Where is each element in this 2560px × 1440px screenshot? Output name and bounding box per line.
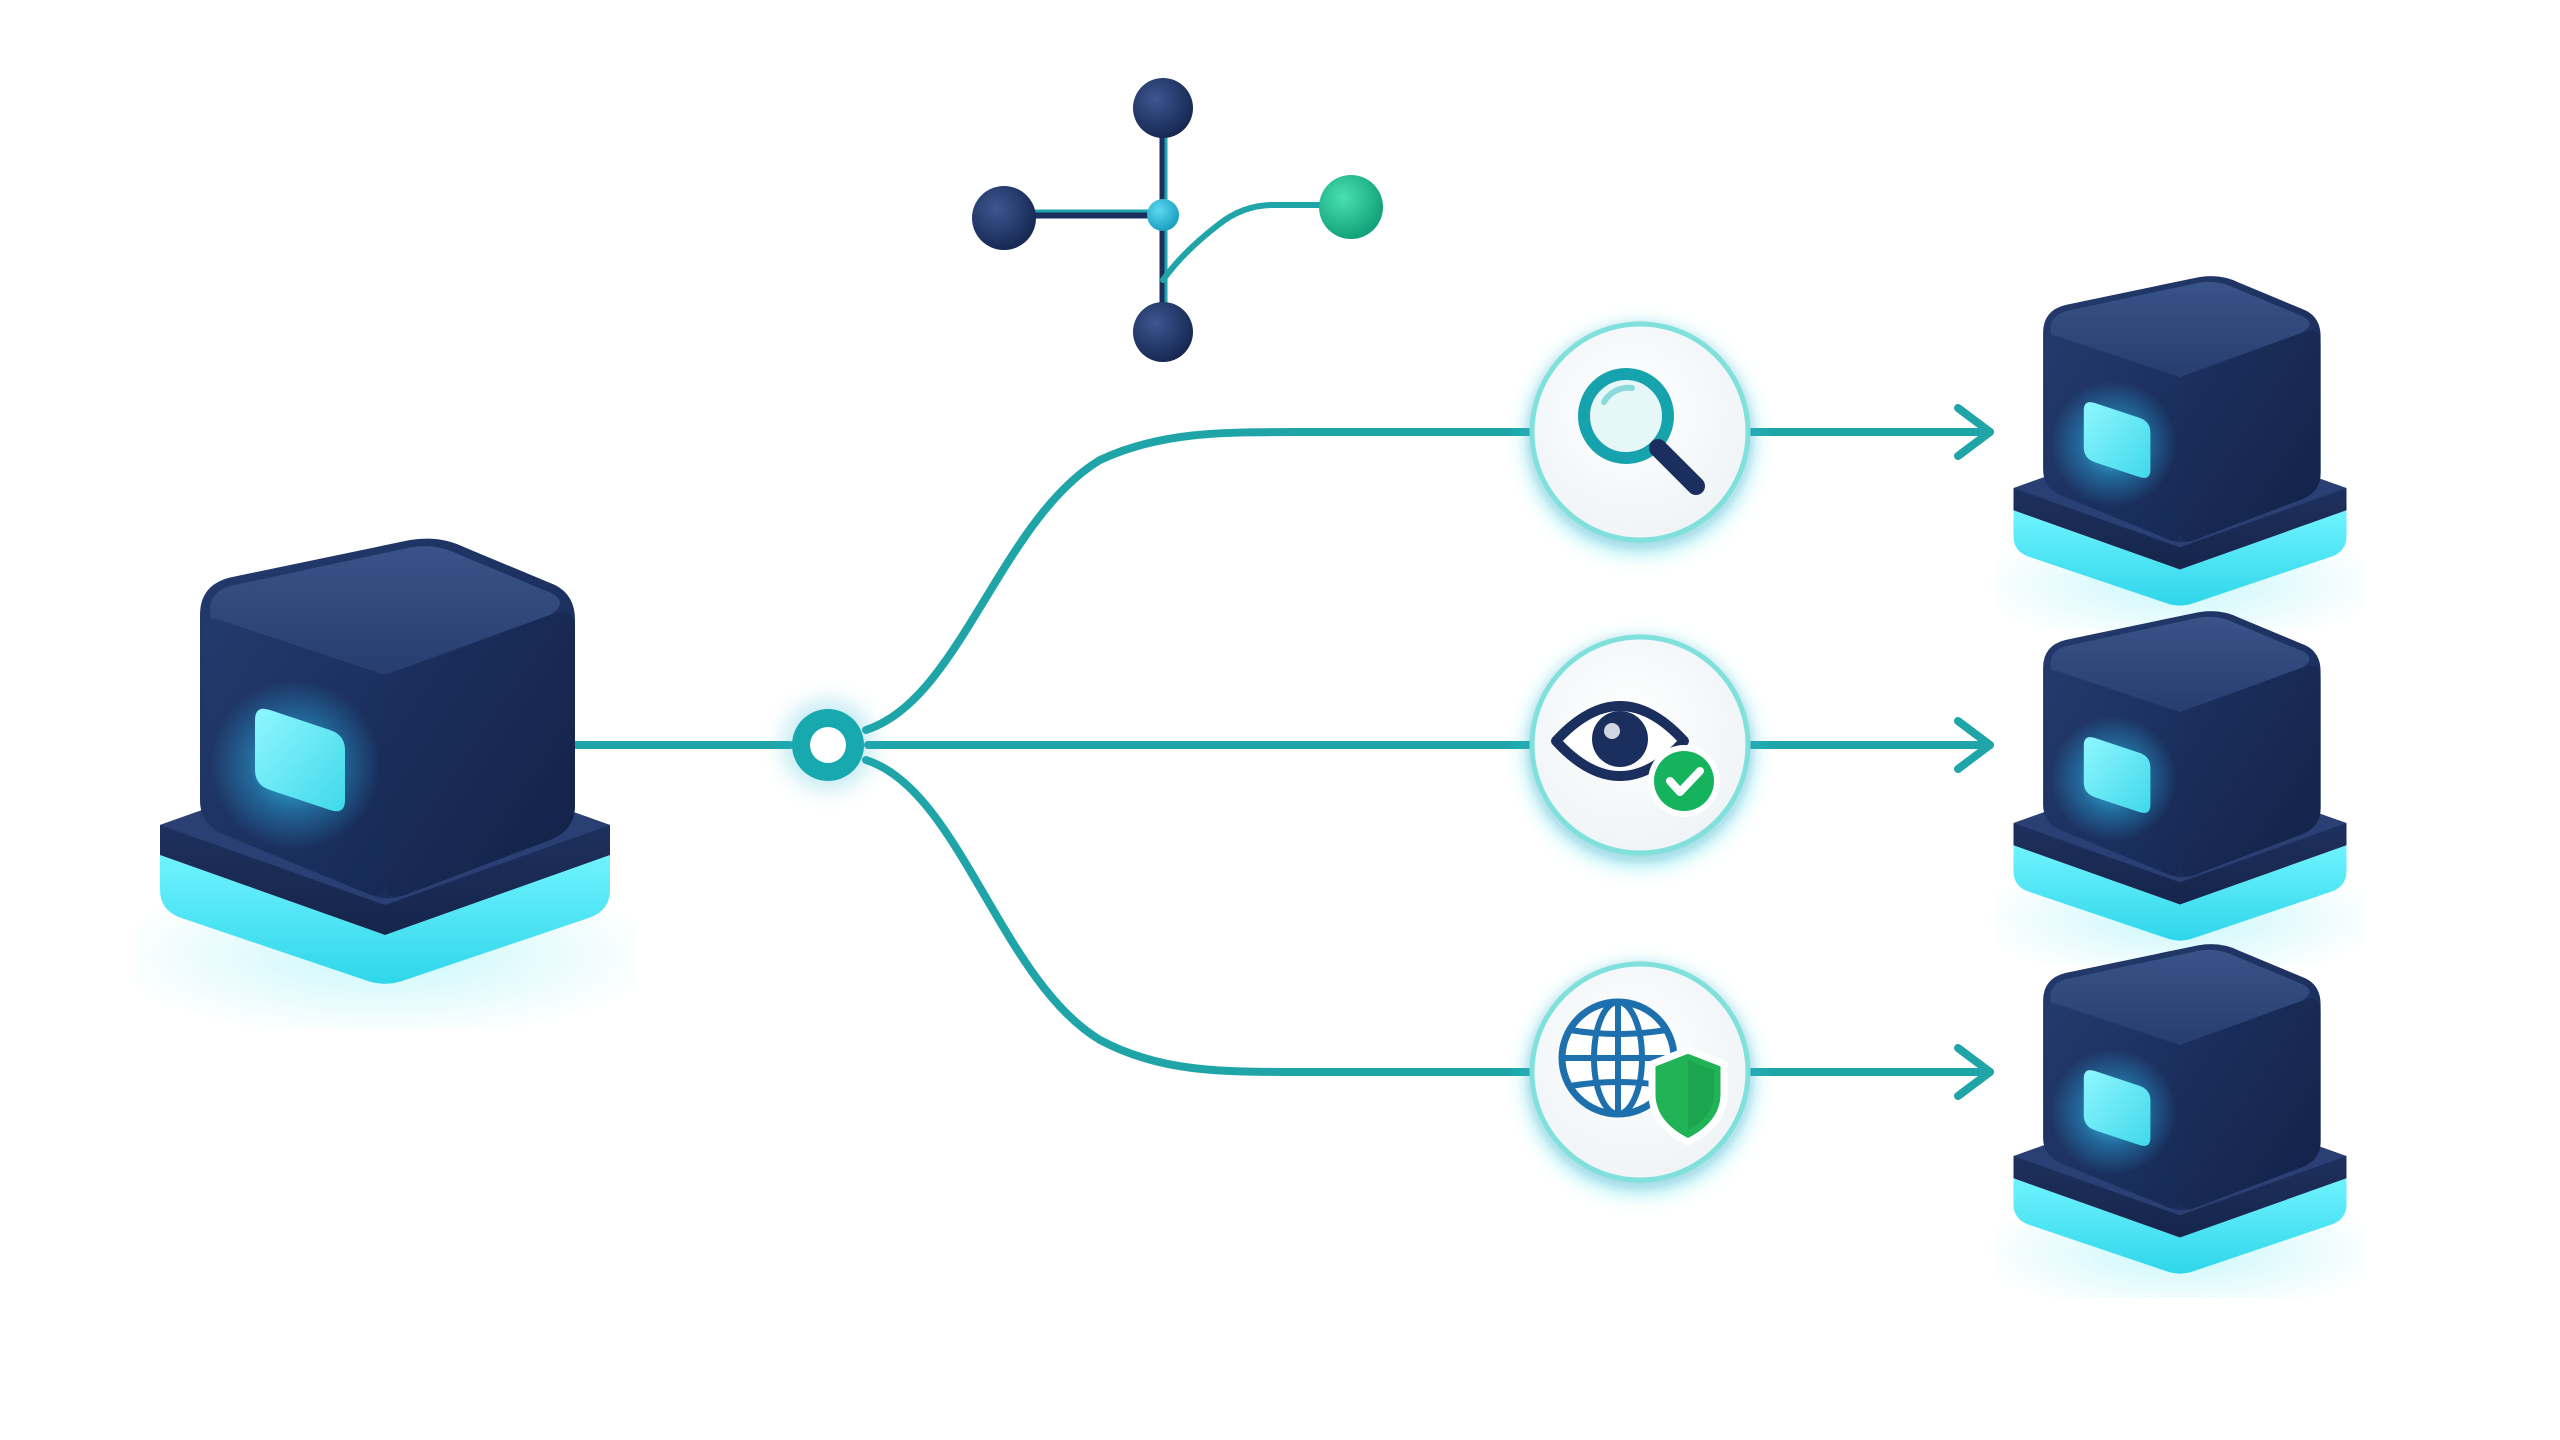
eye-check-icon xyxy=(1551,701,1720,817)
cube-icon xyxy=(135,538,635,1030)
junction-ring-icon xyxy=(782,699,874,791)
junction-ring-hole xyxy=(810,727,846,763)
target-cube-2 xyxy=(1995,611,2365,965)
node-left xyxy=(972,186,1036,250)
source-data-block xyxy=(135,538,635,1030)
arrow-head-icon xyxy=(1954,404,1994,460)
check-badge-icon xyxy=(1654,751,1714,811)
branch-line-bottom xyxy=(862,756,1544,1076)
node-center xyxy=(1147,199,1179,231)
node-right xyxy=(1319,175,1383,239)
globe-shield-icon-badge xyxy=(1526,961,1754,1194)
node-bottom xyxy=(1133,302,1193,362)
arrow-head-icon xyxy=(1954,1044,1994,1100)
network-branch-icon xyxy=(972,78,1383,362)
target-cube-1 xyxy=(1995,276,2365,630)
connector-lines xyxy=(566,404,1994,1100)
eye-check-icon-badge xyxy=(1526,634,1754,867)
stage-icons xyxy=(1526,321,1754,1194)
node-top xyxy=(1133,78,1193,138)
target-cube-3 xyxy=(1995,944,2365,1298)
branch-line-top xyxy=(862,428,1544,734)
arrow-head-icon xyxy=(1954,717,1994,773)
globe-shield-icon xyxy=(1558,998,1728,1146)
magnifier-icon-badge xyxy=(1526,321,1754,554)
magnifier-icon xyxy=(1578,368,1705,495)
target-data-blocks xyxy=(1995,276,2365,1298)
